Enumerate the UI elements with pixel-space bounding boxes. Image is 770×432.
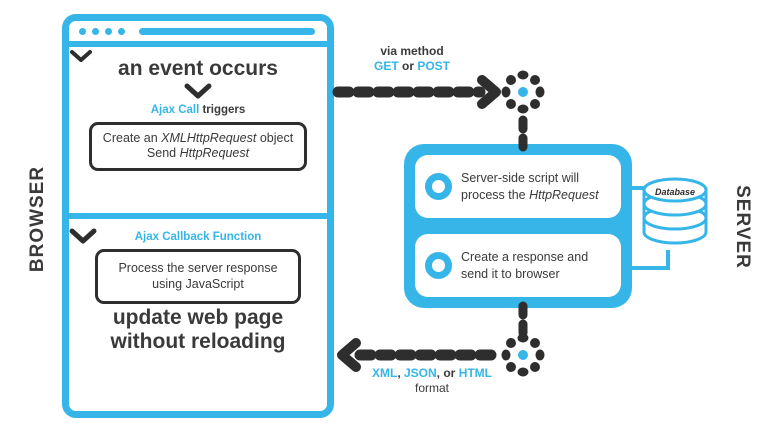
method-get: GET bbox=[373, 59, 399, 73]
server-card-process: Server-side script will process the Http… bbox=[415, 155, 621, 218]
send-request-line: Send HttpRequest bbox=[101, 146, 295, 162]
ajax-call-rest: triggers bbox=[199, 103, 246, 116]
request-node-icon bbox=[501, 70, 545, 153]
send-pre: Send bbox=[146, 146, 180, 161]
format-html: HTML bbox=[458, 366, 493, 380]
server-card-1-text: Server-side script will process the Http… bbox=[461, 170, 599, 203]
create-xhr-pre: Create an bbox=[102, 130, 162, 145]
ajax-callback-title: Ajax Callback Function bbox=[134, 231, 262, 243]
ajax-call-trigger-label: Ajax Call triggers bbox=[151, 104, 246, 116]
update-page-headline: update web page without reloading bbox=[111, 306, 286, 353]
address-bar[interactable] bbox=[139, 27, 315, 35]
format-caption: XML, JSON, or HTML format bbox=[352, 366, 512, 396]
browser-chrome-bar bbox=[69, 21, 327, 47]
browser-window: an event occurs Ajax Call triggers Creat… bbox=[62, 14, 334, 418]
ajax-call-accent: Ajax Call bbox=[150, 103, 200, 116]
method-post: POST bbox=[417, 59, 450, 73]
process-response-box: Process the server response using JavaSc… bbox=[95, 249, 301, 305]
update-page-line2: without reloading bbox=[110, 329, 286, 353]
server-card-respond: Create a response and send it to browser bbox=[415, 234, 621, 297]
request-dashed-line bbox=[332, 75, 501, 109]
ring-icon-2 bbox=[425, 252, 452, 279]
database-cylinder: Database bbox=[641, 176, 709, 250]
chrome-dot-1 bbox=[79, 27, 86, 35]
via-method-caption: via method GET or POST bbox=[352, 44, 472, 74]
browser-lower-section: Ajax Callback Function Process the serve… bbox=[69, 219, 327, 411]
database-icon bbox=[642, 177, 708, 245]
xmlhttprequest-emphasis: XMLHttpRequest bbox=[161, 130, 257, 145]
chrome-dot-3 bbox=[105, 27, 112, 35]
browser-upper-section: an event occurs Ajax Call triggers Creat… bbox=[69, 47, 327, 219]
xhr-request-box: Create an XMLHttpRequest object Send Htt… bbox=[70, 50, 307, 171]
chevron-down-icon-lower bbox=[69, 228, 97, 244]
chrome-dot-4 bbox=[118, 27, 125, 35]
format-json: JSON bbox=[403, 366, 437, 380]
create-xhr-line: Create an XMLHttpRequest object bbox=[101, 131, 295, 147]
chevron-down-icon bbox=[184, 83, 212, 99]
format-sep1: , bbox=[397, 366, 404, 380]
server-card-2-text: Create a response and send it to browser bbox=[461, 249, 588, 282]
event-occurs-headline: an event occurs bbox=[118, 57, 278, 80]
ring-icon bbox=[425, 173, 452, 200]
server-card-1-line1: Server-side script will bbox=[461, 171, 580, 186]
method-or: or bbox=[398, 59, 418, 73]
format-xml: XML bbox=[371, 366, 398, 380]
process-response-line2: using JavaScript bbox=[152, 276, 244, 291]
process-response-line1: Process the server response bbox=[118, 261, 278, 275]
database-label: Database bbox=[654, 187, 696, 197]
format-sep2: , or bbox=[436, 366, 459, 380]
via-method-line1: via method bbox=[380, 44, 444, 58]
create-xhr-post: object bbox=[256, 130, 294, 145]
format-word: format bbox=[414, 381, 449, 395]
response-dashed-line bbox=[337, 301, 545, 377]
server-card-1-line2-pre: process the bbox=[461, 187, 530, 202]
server-card-2-line1: Create a response and bbox=[461, 250, 589, 265]
chrome-dot-2 bbox=[92, 27, 99, 35]
server-card-2-line2: send it to browser bbox=[461, 266, 560, 281]
httprequest-emphasis: HttpRequest bbox=[179, 146, 250, 161]
chevron-down-icon-inner bbox=[70, 50, 92, 62]
server-group: Server-side script will process the Http… bbox=[404, 144, 632, 308]
update-page-line1: update web page bbox=[112, 306, 284, 330]
server-card-1-emphasis: HttpRequest bbox=[529, 187, 599, 202]
